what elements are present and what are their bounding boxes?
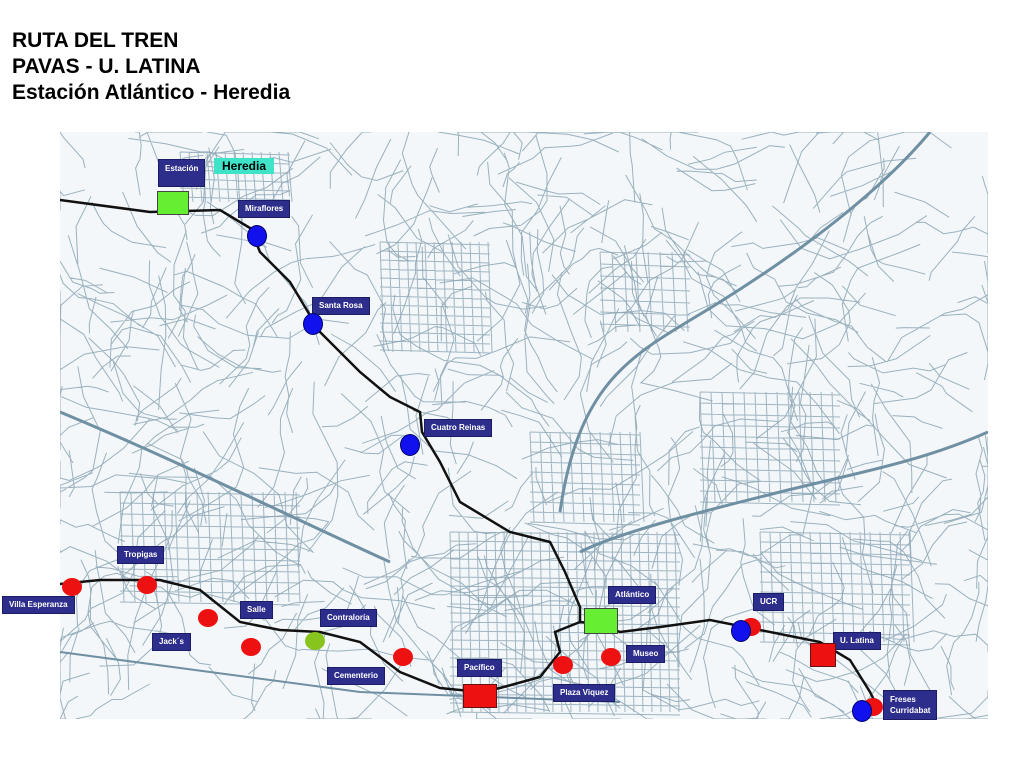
- label-atlantico[interactable]: Atlántico: [608, 586, 657, 604]
- highways: [59, 131, 989, 703]
- station-villa-esperanza-dot[interactable]: [62, 578, 82, 596]
- highway-south: [59, 651, 621, 703]
- label-pacifico[interactable]: Pacífico: [457, 659, 502, 677]
- label-estacion[interactable]: Estación: [158, 159, 206, 187]
- label-cuatro-reinas[interactable]: Cuatro Reinas: [424, 419, 493, 437]
- label-contraloria[interactable]: Contraloría: [320, 609, 377, 627]
- station-santa-rosa-dot[interactable]: [303, 313, 323, 335]
- title-line-2: PAVAS - U. LATINA: [12, 55, 201, 78]
- highway-north-east: [558, 131, 932, 513]
- label-heredia[interactable]: Heredia: [214, 158, 275, 174]
- label-ucr[interactable]: UCR: [753, 593, 785, 611]
- label-plaza-viquez[interactable]: Plaza Viquez: [553, 684, 616, 702]
- label-tropigas[interactable]: Tropigas: [117, 546, 165, 564]
- label-salle[interactable]: Salle: [240, 601, 273, 619]
- label-villa-esperanza[interactable]: Villa Esperanza: [2, 596, 75, 614]
- highway-east: [579, 430, 989, 554]
- map-title: RUTA DEL TREN PAVAS - U. LATINA Estación…: [12, 28, 290, 106]
- station-tropigas-dot[interactable]: [137, 576, 157, 594]
- label-museo[interactable]: Museo: [626, 645, 666, 663]
- title-line-3: Estación Atlántico - Heredia: [12, 81, 291, 104]
- station-contraloria-dot[interactable]: [305, 632, 325, 650]
- station-cementerio-dot[interactable]: [393, 648, 413, 666]
- label-freses-line-1: Freses: [890, 695, 916, 704]
- highway-west: [59, 410, 391, 564]
- street-map[interactable]: [59, 131, 989, 720]
- station-salle-dot[interactable]: [198, 609, 218, 627]
- label-u-latina[interactable]: U. Latina: [833, 632, 881, 650]
- label-miraflores[interactable]: Miraflores: [238, 200, 291, 218]
- map-svg: [59, 131, 989, 720]
- station-jacks-dot[interactable]: [241, 638, 261, 656]
- station-miraflores-dot[interactable]: [247, 225, 267, 247]
- title-line-1: RUTA DEL TREN: [12, 29, 179, 52]
- station-heredia-square[interactable]: [157, 191, 189, 215]
- station-pacifico-square[interactable]: [463, 684, 497, 708]
- station-freses-blue-dot[interactable]: [852, 700, 872, 722]
- label-jacks[interactable]: Jack´s: [152, 633, 191, 651]
- label-freses-line-2: Curridabat: [890, 706, 931, 715]
- station-u-latina-square[interactable]: [810, 643, 836, 667]
- label-freses-curridabat[interactable]: Freses Curridabat: [883, 690, 938, 720]
- station-plaza-viquez-dot[interactable]: [553, 656, 573, 674]
- station-atlantico-square[interactable]: [584, 608, 618, 634]
- label-cementerio[interactable]: Cementerio: [327, 667, 386, 685]
- station-museo-dot[interactable]: [601, 648, 621, 666]
- station-ucr-blue-dot[interactable]: [731, 620, 751, 642]
- label-santa-rosa[interactable]: Santa Rosa: [312, 297, 370, 315]
- station-cuatro-reinas-dot[interactable]: [400, 434, 420, 456]
